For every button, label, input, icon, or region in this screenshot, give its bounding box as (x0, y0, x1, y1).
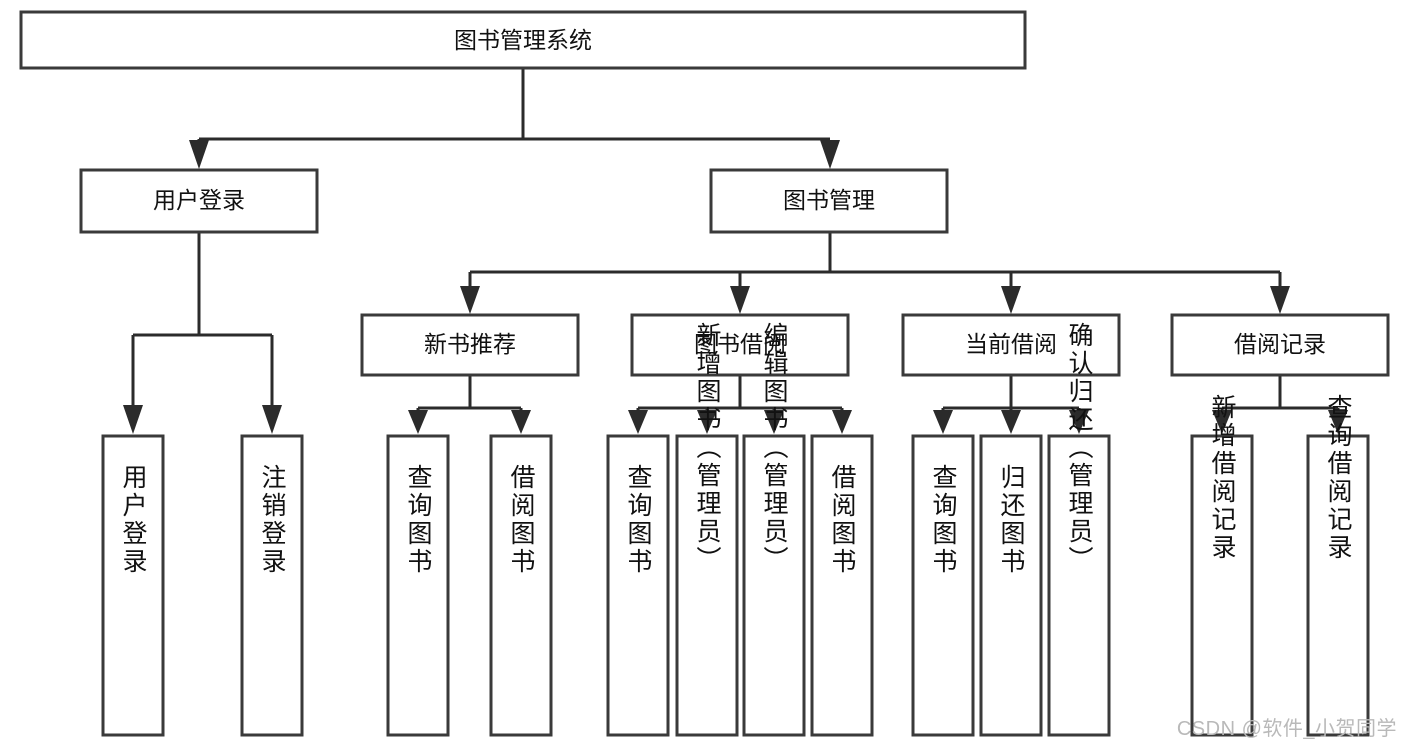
node-current-borrow[interactable]: 当前借阅 (901, 313, 1121, 377)
arrow-icon-bookmgmt-to-new-book (460, 286, 480, 314)
arrow-icon-root-to-user-login (189, 140, 209, 169)
node-leaf-add-book-label: 新增图书（管理员） (693, 322, 722, 574)
node-leaf-borrow-book-2-box[interactable] (810, 434, 874, 737)
connector-group-user-login (123, 232, 282, 434)
node-leaf-borrow-book-1[interactable]: 借阅图书 (489, 434, 553, 737)
node-root-box[interactable] (19, 10, 1027, 70)
node-leaf-query-book-1-box[interactable] (386, 434, 450, 737)
node-book-borrow[interactable]: 图书借阅 (630, 313, 850, 377)
node-user-login-label: 用户登录 (153, 187, 245, 213)
arrow-icon-currentborrow-leaf-2 (1001, 410, 1021, 434)
node-user-login-box[interactable] (79, 168, 319, 234)
arrow-icon-currentborrow-leaf-3 (1069, 410, 1089, 434)
node-root[interactable]: 图书管理系统 (19, 10, 1027, 70)
arrow-icon-bookborrow-leaf-3 (764, 410, 784, 434)
arrow-icon-bookborrow-leaf-4 (832, 410, 852, 434)
connector-group-book-management (460, 232, 1290, 314)
node-leaf-user-logout-box[interactable] (240, 434, 304, 737)
node-user-login[interactable]: 用户登录 (79, 168, 319, 234)
node-borrow-record-label: 借阅记录 (1234, 331, 1326, 357)
node-leaf-query-book-1-label: 查询图书 (404, 464, 433, 576)
connector-group-new-book-recommend (408, 375, 531, 434)
node-leaf-return-book-box[interactable] (979, 434, 1043, 737)
node-current-borrow-label: 当前借阅 (965, 331, 1057, 357)
node-book-management[interactable]: 图书管理 (709, 168, 949, 234)
node-book-management-label: 图书管理 (783, 187, 875, 213)
node-leaf-user-login[interactable]: 用户登录 (101, 434, 165, 737)
node-leaf-add-record-label: 新增借阅记录 (1208, 394, 1237, 562)
node-leaf-query-book-3-label: 查询图书 (929, 464, 958, 576)
node-borrow-record[interactable]: 借阅记录 (1170, 313, 1390, 377)
node-leaf-query-book-2[interactable]: 查询图书 (606, 434, 670, 737)
node-leaf-query-book-1[interactable]: 查询图书 (386, 434, 450, 737)
arrow-icon-bookmgmt-to-book-borrow (730, 286, 750, 314)
node-leaf-confirm-return-label: 确认归还（管理员） (1065, 322, 1094, 574)
arrow-icon-borrowrecord-leaf-2 (1328, 410, 1348, 434)
node-leaf-edit-book-box[interactable] (742, 434, 806, 737)
node-leaf-return-book[interactable]: 归还图书 (979, 434, 1043, 737)
arrow-icon-userlogin-leaf-1 (123, 405, 143, 434)
node-leaf-confirm-return-box[interactable] (1047, 434, 1111, 737)
node-leaf-confirm-return[interactable]: 确认归还（管理员） (1047, 322, 1111, 737)
node-leaf-edit-book[interactable]: 编辑图书（管理员） (742, 322, 806, 737)
node-borrow-record-box[interactable] (1170, 313, 1390, 377)
arrow-icon-bookborrow-leaf-1 (628, 410, 648, 434)
node-book-borrow-label: 图书借阅 (694, 331, 786, 357)
arrow-icon-bookmgmt-to-current-borrow (1001, 286, 1021, 314)
node-book-management-box[interactable] (709, 168, 949, 234)
node-leaf-return-book-label: 归还图书 (997, 464, 1026, 576)
node-book-borrow-box[interactable] (630, 313, 850, 377)
node-leaf-borrow-book-2-label: 借阅图书 (828, 464, 857, 576)
node-root-label: 图书管理系统 (454, 27, 592, 53)
connector-group-book-borrow (628, 375, 852, 434)
node-leaf-add-record[interactable]: 新增借阅记录 (1190, 394, 1254, 737)
arrow-icon-bookmgmt-to-borrow-record (1270, 286, 1290, 314)
node-leaf-borrow-book-2[interactable]: 借阅图书 (810, 434, 874, 737)
node-leaf-query-record-label: 查询借阅记录 (1324, 394, 1353, 562)
node-leaf-edit-book-label: 编辑图书（管理员） (760, 322, 789, 574)
arrow-icon-newbook-leaf-1 (408, 410, 428, 434)
node-leaf-query-book-2-label: 查询图书 (624, 464, 653, 576)
node-leaf-query-book-2-box[interactable] (606, 434, 670, 737)
node-leaf-borrow-book-1-box[interactable] (489, 434, 553, 737)
node-leaf-borrow-book-1-label: 借阅图书 (507, 464, 536, 576)
arrow-icon-root-to-book-management (820, 140, 840, 169)
arrow-icon-newbook-leaf-2 (511, 410, 531, 434)
node-leaf-query-book-3[interactable]: 查询图书 (911, 434, 975, 737)
node-leaf-query-record-box[interactable] (1306, 434, 1370, 737)
node-leaf-user-logout[interactable]: 注销登录 (240, 434, 304, 737)
node-leaf-user-logout-label: 注销登录 (258, 464, 287, 576)
node-leaf-add-record-box[interactable] (1190, 434, 1254, 737)
node-leaf-query-book-3-box[interactable] (911, 434, 975, 737)
node-leaf-add-book[interactable]: 新增图书（管理员） (675, 322, 739, 737)
connector-group-current-borrow (933, 375, 1089, 434)
connector-group-borrow-record (1212, 375, 1348, 434)
node-leaf-user-login-label: 用户登录 (119, 464, 148, 576)
arrow-icon-bookborrow-leaf-2 (697, 410, 717, 434)
node-new-book-recommend-label: 新书推荐 (424, 331, 516, 357)
arrow-icon-currentborrow-leaf-1 (933, 410, 953, 434)
node-new-book-recommend-box[interactable] (360, 313, 580, 377)
arrow-icon-borrowrecord-leaf-1 (1212, 410, 1232, 434)
arrow-icon-userlogin-leaf-2 (262, 405, 282, 434)
node-leaf-add-book-box[interactable] (675, 434, 739, 737)
node-leaf-user-login-box[interactable] (101, 434, 165, 737)
node-leaf-query-record[interactable]: 查询借阅记录 (1306, 394, 1370, 737)
connector-group-root (189, 68, 840, 169)
node-new-book-recommend[interactable]: 新书推荐 (360, 313, 580, 377)
node-current-borrow-box[interactable] (901, 313, 1121, 377)
